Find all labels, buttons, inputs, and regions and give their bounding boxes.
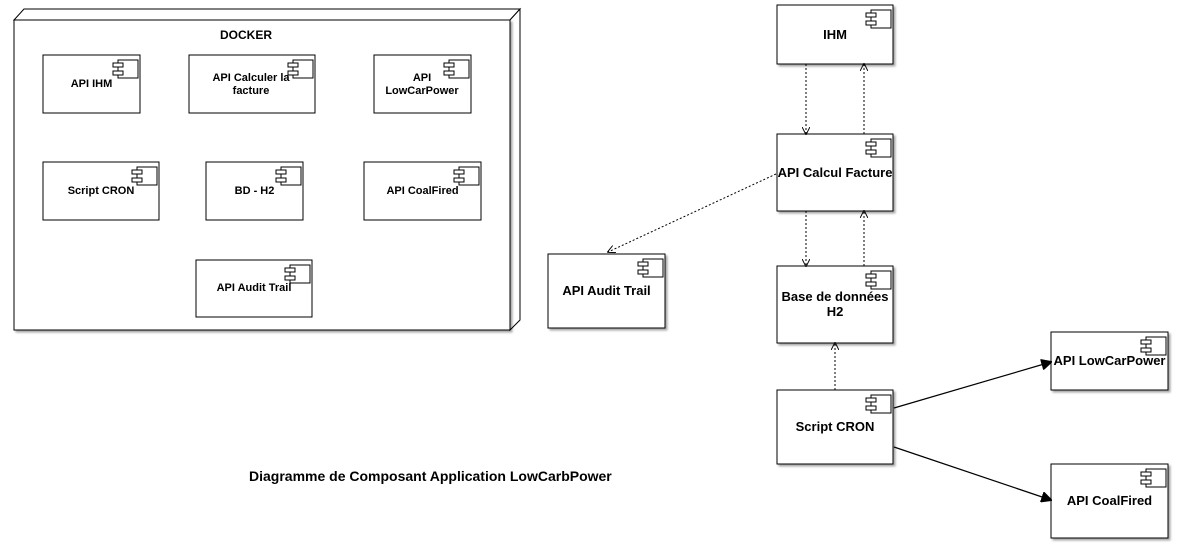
docker-component-api-lowcar-label: API LowCarPower — [385, 71, 459, 97]
docker-component-api-coalfired-label: API CoalFired — [386, 184, 459, 197]
connections — [608, 64, 1051, 500]
docker-component-api-ihm-label: API IHM — [70, 78, 113, 91]
component-icon — [865, 9, 892, 29]
docker-label: DOCKER — [220, 28, 273, 42]
component-ihm-label: IHM — [823, 26, 847, 42]
component-api-coalfired[interactable] — [1050, 463, 1169, 539]
component-script-cron-label: Script CRON — [795, 419, 875, 435]
docker-component-api-ihm[interactable] — [42, 54, 141, 114]
component-icon — [131, 166, 158, 186]
component-api-calcul[interactable] — [776, 133, 894, 212]
docker-component-api-calculer[interactable] — [188, 54, 316, 114]
component-icon — [1140, 468, 1167, 488]
docker-component-bd-h2[interactable] — [205, 161, 304, 221]
component-api-coalfired-label: API CoalFired — [1066, 493, 1153, 509]
component-api-calcul-label: API Calcul Facture — [777, 164, 893, 180]
component-bd-h2[interactable] — [776, 265, 894, 344]
component-icon — [287, 59, 314, 79]
component-script-cron[interactable] — [776, 389, 894, 465]
connector-api-calcul-to-api-audit — [608, 173, 777, 252]
connector-cron-to-lowcar — [893, 362, 1051, 409]
connector-cron-to-coalfired — [893, 446, 1051, 500]
diagram-caption: Diagramme de Composant Application LowCa… — [249, 468, 612, 484]
docker-component-api-audit[interactable] — [195, 259, 313, 318]
component-icon — [865, 270, 892, 290]
component-icon — [1140, 336, 1167, 356]
component-ihm[interactable] — [776, 4, 894, 65]
component-icon — [284, 264, 311, 284]
component-icon — [443, 59, 470, 79]
component-icon — [275, 166, 302, 186]
component-icon — [453, 166, 480, 186]
docker-component-api-coalfired[interactable] — [363, 161, 482, 221]
component-icon — [112, 59, 139, 79]
docker-component-script-cron-label: Script CRON — [67, 184, 135, 197]
docker-component-api-lowcar[interactable] — [373, 54, 472, 114]
component-icon — [637, 258, 664, 278]
docker-component-script-cron[interactable] — [42, 161, 160, 221]
docker-component-bd-h2-label: BD - H2 — [234, 184, 275, 197]
component-api-audit-label: API Audit Trail — [562, 283, 651, 299]
component-bd-h2-label: Base de données H2 — [781, 288, 889, 319]
component-api-lowcar-label: API LowCarPower — [1053, 353, 1166, 369]
component-icon — [865, 138, 892, 158]
component-icon — [865, 394, 892, 414]
component-api-audit[interactable] — [547, 253, 666, 329]
docker-component-api-calculer-label: API Calculer la facture — [212, 71, 290, 97]
docker-component-api-audit-label: API Audit Trail — [216, 282, 292, 295]
